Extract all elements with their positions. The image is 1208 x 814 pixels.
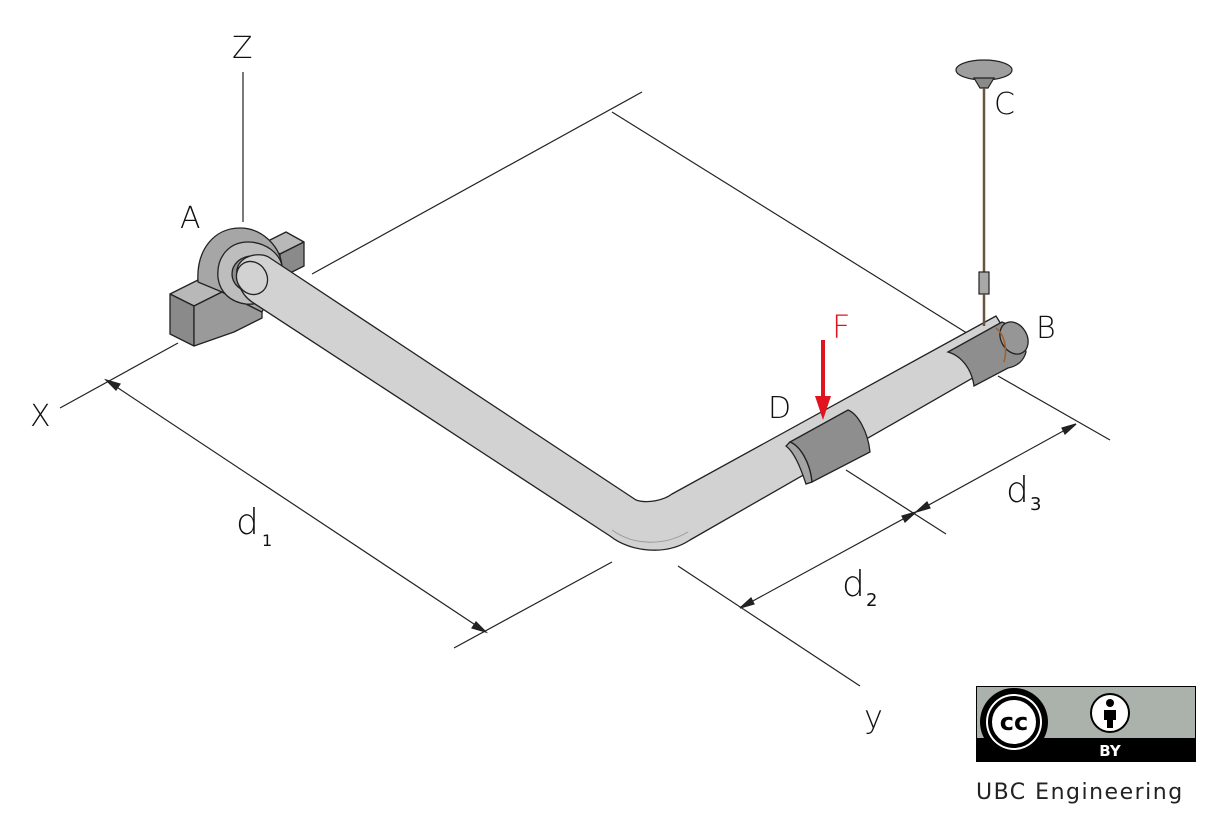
cable-c — [955, 59, 1013, 326]
pipe-body — [236, 254, 1019, 551]
y-axis-label: y — [864, 698, 883, 736]
d2-arrow-end — [901, 511, 917, 523]
cc-circle-ring — [988, 696, 1040, 748]
d3-label: d — [1006, 470, 1029, 511]
d1-label: d — [236, 502, 259, 543]
by-label: BY — [1099, 742, 1122, 760]
point-d-label: D — [768, 391, 791, 426]
credit-text: UBC Engineering — [976, 780, 1184, 805]
d3-arrow-end — [1061, 423, 1077, 435]
collar-d — [785, 409, 871, 485]
z-axis-label: Z — [232, 31, 253, 66]
d1-subscript: 1 — [262, 531, 272, 550]
collar-d-front-edge — [785, 441, 813, 485]
point-b-label: B — [1036, 311, 1056, 346]
collar-b — [946, 321, 1029, 388]
point-c-label: C — [994, 87, 1015, 122]
pipe-bend-shading — [611, 529, 689, 543]
d3-subscript: 3 — [1030, 494, 1041, 515]
ceiling-anchor-stem — [972, 77, 996, 89]
b-extension-line — [997, 375, 1111, 441]
cc-by-license-badge: cc BY — [976, 686, 1196, 762]
cc-circle-inner — [986, 694, 1042, 750]
y-axis-line — [677, 565, 861, 687]
labels: Z X y A B C D d 1 d 2 d 3 — [30, 31, 1056, 736]
d3-dimension-line — [915, 423, 1077, 513]
by-person-head — [1106, 699, 1114, 707]
by-person-body — [1104, 710, 1116, 728]
construction-lines — [59, 72, 1111, 687]
back-diagonal-line — [611, 111, 979, 341]
ceiling-anchor-plate — [955, 59, 1013, 81]
cable-wrap — [995, 327, 1007, 363]
pipe-end-b — [999, 321, 1029, 355]
d1-dimension-line — [105, 379, 487, 633]
d1-arrow-end — [471, 621, 489, 634]
d3-arrow-start — [915, 501, 931, 513]
d1-arrow-start — [103, 378, 121, 391]
d1-extension-front — [453, 561, 613, 649]
cc-icon: cc — [1000, 708, 1028, 736]
d2-subscript: 2 — [866, 590, 877, 611]
d2-label: d — [842, 564, 865, 605]
d2-dimension-line — [739, 511, 917, 609]
d2-extension-line — [845, 469, 947, 535]
x-axis-label: X — [30, 399, 51, 434]
back-extension-line — [311, 91, 643, 275]
pipe — [235, 254, 1019, 551]
dimension-lines — [103, 378, 1077, 634]
turnbuckle — [978, 271, 990, 295]
pipe-end-a — [235, 260, 269, 296]
force-f: F — [815, 308, 850, 420]
x-axis-line — [59, 342, 179, 409]
force-arrow-head — [815, 396, 831, 420]
d2-arrow-start — [739, 597, 755, 609]
point-a-label: A — [180, 201, 201, 236]
force-label: F — [832, 308, 850, 346]
